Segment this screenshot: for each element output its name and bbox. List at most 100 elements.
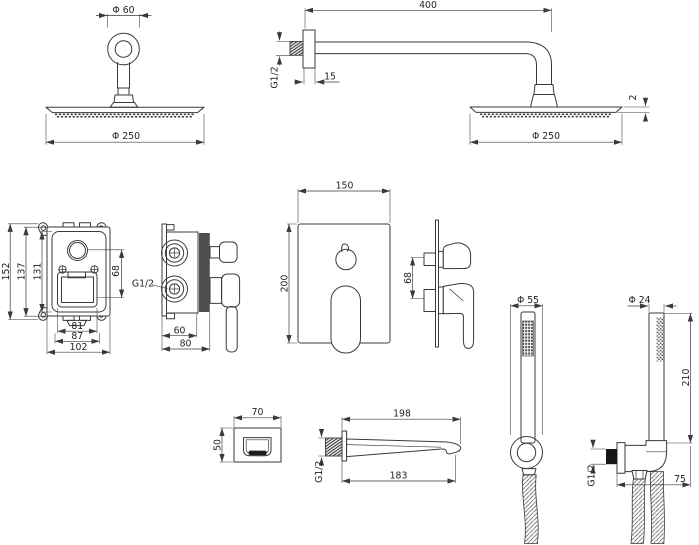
diverter-port-inner	[69, 242, 86, 259]
cartridge-opening-inner	[61, 276, 94, 303]
trim-plate-edge	[435, 219, 439, 348]
dim-arm-thread: G1/2	[269, 66, 280, 88]
figure-shower-arm-side: 400 G1/2 15 Φ 250 2	[269, 0, 650, 145]
outlet-thread	[606, 449, 617, 465]
overhead-shower-dimensions: Φ 60 Φ 250	[45, 5, 205, 145]
hose-hex-nut	[631, 470, 648, 480]
dim-inlet-thread: G1/2	[132, 279, 154, 290]
connector-nut	[113, 94, 134, 103]
dim-arm-length: 400	[419, 0, 437, 11]
trim-plate-dimensions: 150 200	[280, 181, 391, 344]
mixer-body-parts	[37, 222, 111, 327]
hand-shower-side-parts	[606, 312, 668, 544]
mixer-side-parts	[161, 223, 241, 353]
ball-joint-flare	[109, 102, 139, 108]
dim-spout-width: 70	[252, 407, 264, 418]
holder-ring-inner	[516, 442, 537, 463]
spout-escutcheon	[233, 427, 282, 463]
figure-overhead-shower-front: Φ 60 Φ 250	[45, 5, 205, 145]
dim-total-height: 152	[1, 263, 12, 281]
spout-side-parts	[325, 430, 462, 462]
spout-body	[346, 438, 462, 458]
top-tab	[166, 224, 175, 231]
lever-body-front	[438, 286, 444, 315]
diverter-cap	[219, 241, 238, 263]
figure-hand-shower-side: Φ 24 210 G1/2 75	[587, 295, 694, 544]
inlet-port	[161, 239, 188, 267]
diverter-stem	[209, 246, 220, 259]
lever-arm	[225, 306, 238, 353]
dim-outlet-thread: G1/2	[587, 464, 598, 486]
spout-front-parts	[233, 427, 282, 463]
mixer-body-dimensions: 152 137 131 68 81 87 102	[1, 223, 125, 355]
shower-arm-dimensions: 400 G1/2 15 Φ 250 2	[269, 0, 650, 145]
spout-side-dimensions: 198 183 G1/2	[314, 409, 461, 484]
inlet-port	[161, 275, 188, 303]
diverter-port	[67, 240, 88, 261]
hand-shower-side-dimensions: Φ 24 210 G1/2 75	[587, 295, 694, 488]
holder-ring	[510, 436, 543, 469]
wall-depth-band	[199, 233, 210, 312]
overhead-shower-parts	[45, 32, 205, 118]
dim-handle-spacing: 68	[403, 272, 414, 284]
diverter-knob-side	[442, 242, 472, 270]
hose-nut	[521, 468, 537, 476]
dim-outlet-spacing: 68	[111, 265, 122, 277]
lever-detail-line	[449, 288, 464, 302]
knob-nib	[341, 243, 350, 253]
mixer-lever	[330, 285, 361, 354]
shower-hose	[649, 471, 665, 544]
body-inner-outline	[51, 231, 107, 313]
pipe-connector	[117, 87, 130, 96]
dim-spout-length-tip: 183	[390, 471, 408, 482]
shower-hose	[522, 474, 539, 544]
wall-plate	[161, 223, 167, 317]
bottom-connector	[66, 319, 87, 327]
arm-thread	[289, 41, 304, 56]
hand-shower-dimensions: Φ 55	[510, 295, 543, 435]
shower-head-plate	[45, 106, 205, 114]
handle-knurl-texture	[656, 317, 664, 362]
head-ball-joint	[530, 94, 558, 108]
ceiling-flange-outline	[107, 32, 140, 66]
shower-head-plate	[469, 106, 623, 113]
valve-body	[166, 231, 199, 314]
dim-width-inner: 81	[71, 321, 83, 332]
dim-handle-length: 210	[681, 369, 692, 387]
dim-handle-diameter: Φ 24	[628, 295, 650, 306]
knob-stem-back	[423, 252, 436, 266]
arm-drop	[536, 64, 552, 85]
shower-arm-parts	[289, 29, 623, 118]
dim-wall-offset: 75	[674, 474, 686, 485]
cartridge-cap	[221, 273, 241, 308]
spout-bore-line	[346, 444, 442, 448]
dim-head-thickness: 2	[628, 95, 639, 101]
trim-plate-parts	[297, 223, 391, 354]
figure-hand-shower-front: Φ 55	[510, 295, 543, 544]
dim-head-flange-diameter: Φ 60	[112, 5, 134, 16]
dim-arm-head-diameter: Φ 250	[532, 131, 560, 142]
dim-spout-length-total: 198	[393, 409, 411, 420]
arm-bend	[526, 41, 552, 66]
dim-depth-total: 80	[180, 339, 192, 350]
figure-trim-plate-front: 150 200	[280, 181, 391, 354]
bottom-tab	[166, 312, 175, 320]
mixer-side-dimensions: G1/2 60 80	[132, 279, 211, 352]
spray-face-grid	[522, 320, 534, 357]
spout-mouth-outline	[243, 437, 272, 457]
figure-mixer-body-side: G1/2 60 80	[132, 223, 241, 353]
mixer-lever-side	[442, 283, 475, 349]
dim-spout-thread: G1/2	[314, 461, 325, 483]
dim-plate-width: 150	[336, 181, 354, 192]
figure-trim-plate-side: 68	[403, 219, 475, 349]
lever-body-back	[423, 289, 436, 312]
arm-pipe	[314, 41, 529, 55]
dim-holder-diameter: Φ 55	[517, 295, 539, 306]
dim-head-diameter: Φ 250	[112, 131, 140, 142]
trim-side-dimensions: 68	[403, 257, 424, 299]
shower-hose	[630, 478, 646, 544]
dim-plate-height: 200	[280, 275, 291, 293]
dim-spout-height: 50	[213, 439, 224, 451]
